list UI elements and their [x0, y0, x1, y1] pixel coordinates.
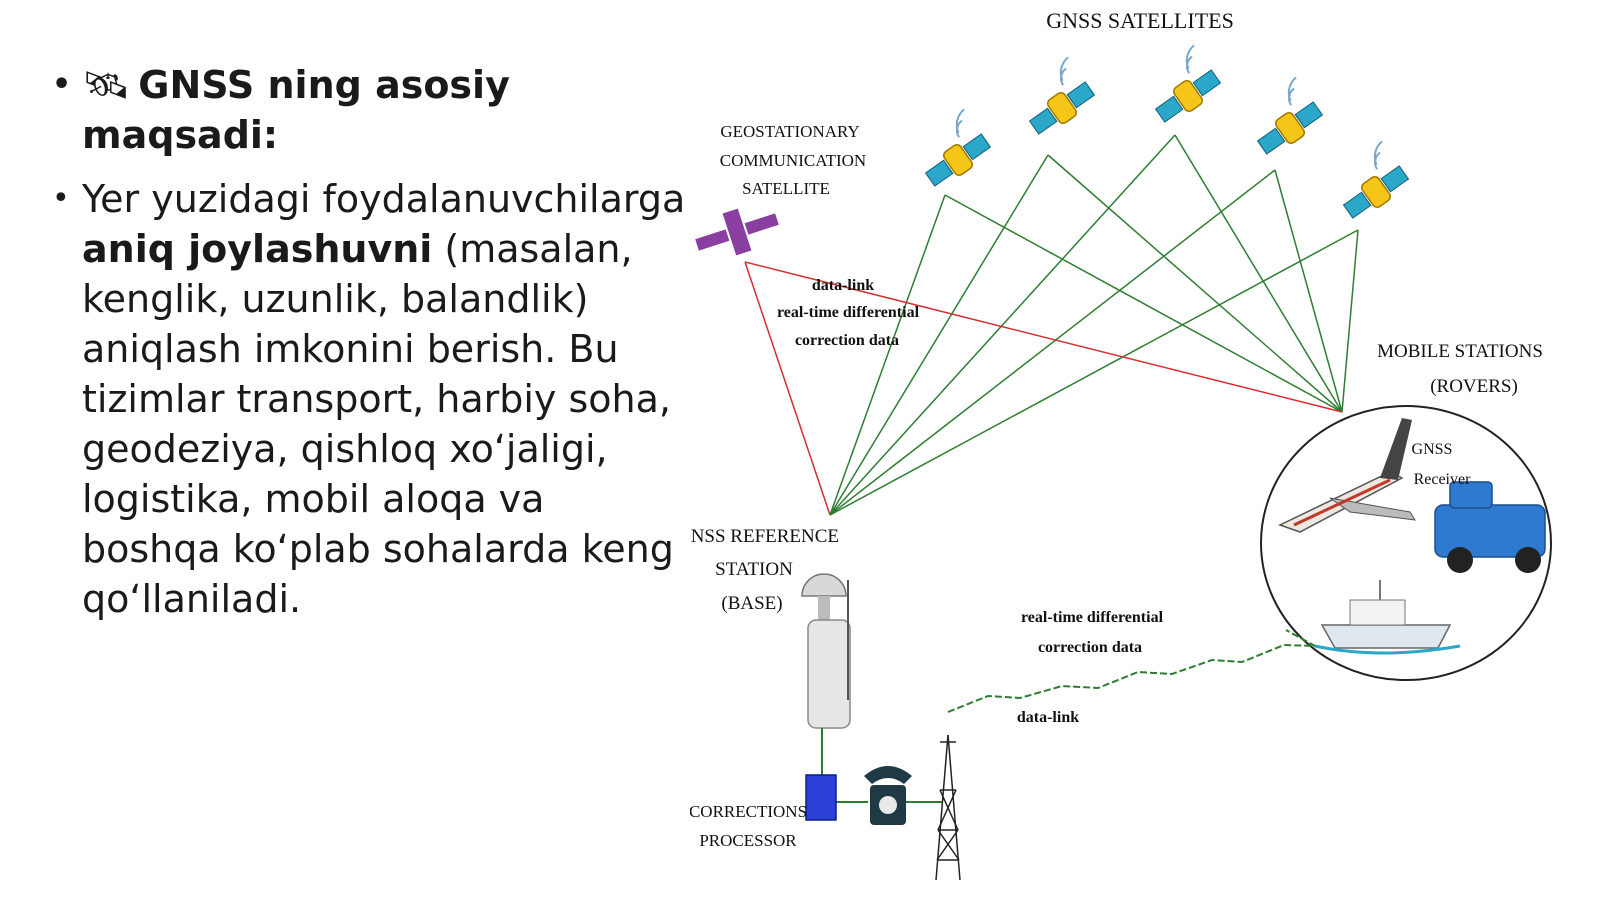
ground-links [821, 728, 942, 803]
gnss-diagram: GNSS SATELLITES GEOSTATIONARY COMMUNICAT… [690, 8, 1552, 881]
green-signal-lines [829, 134, 1359, 516]
gnss-receiver-label-line2: Receiver [1414, 471, 1472, 488]
radio-data-link [947, 629, 1316, 713]
satellite-icon [907, 108, 995, 192]
rovers-circle [1260, 405, 1552, 681]
processor-label-line2: PROCESSOR [699, 831, 797, 850]
mobile-stations-label-line2: (ROVERS) [1430, 376, 1518, 397]
gnss-receiver-label-line1: GNSS [1412, 441, 1453, 458]
satellite-icon [1011, 56, 1099, 140]
body-text-part1: Yer yuzidagi foydalanuvchilarga [82, 177, 686, 221]
satellite-icon [1325, 140, 1413, 224]
processor-label-line1: CORRECTIONS [690, 802, 807, 821]
base-station-label-line3: (BASE) [721, 593, 782, 614]
radio-label-line2: correction data [1038, 639, 1142, 656]
uplink-label-line2: real-time differential [777, 304, 920, 321]
mobile-stations-label-line1: MOBILE STATIONS [1377, 341, 1543, 362]
bullet-dot: • [52, 181, 70, 216]
base-station-antenna [801, 573, 851, 729]
base-station-label-line2: STATION [715, 559, 793, 580]
red-correction-lines [744, 261, 1343, 516]
body-bullet: • Yer yuzidagi foydalanuvchilarga aniq j… [48, 174, 688, 624]
body-text-part2: (masalan, kenglik, uzunlik, balandlik) a… [82, 227, 674, 621]
base-station-label-line1: GNSS REFERENCE [690, 526, 839, 547]
truck-icon [1434, 481, 1546, 573]
satellite-icon: 🛰 [82, 63, 131, 107]
heading-text: GNSS ning asosiy maqsadi: [82, 63, 510, 157]
boat-icon [1314, 580, 1461, 655]
heading-bullet: • 🛰GNSS ning asosiy maqsadi: [48, 60, 688, 160]
radio-label-line1: real-time differential [1021, 609, 1164, 626]
geostationary-label-line1: GEOSTATIONARY [720, 122, 859, 141]
airplane-icon [1278, 418, 1416, 533]
radio-label-line3: data-link [1017, 709, 1079, 726]
telephone-icon [864, 766, 912, 825]
gnss-satellites-label: GNSS SATELLITES [1046, 8, 1234, 33]
bullet-dot: • [52, 67, 72, 102]
uplink-label-line3: correction data [795, 332, 899, 349]
corrections-processor-box [805, 774, 837, 821]
geostationary-label-line2: COMMUNICATION [720, 151, 866, 170]
satellite-icon [1137, 44, 1225, 128]
geostationary-label-line3: SATELLITE [742, 179, 830, 198]
satellite-icon [1239, 76, 1327, 160]
body-text-bold: aniq joylashuvni [82, 227, 433, 271]
uplink-label-line1: data-link [812, 277, 874, 294]
bullet-list: • 🛰GNSS ning asosiy maqsadi: • Yer yuzid… [48, 60, 688, 624]
radio-tower-icon [935, 734, 961, 881]
geostationary-satellite-icon [695, 208, 779, 256]
